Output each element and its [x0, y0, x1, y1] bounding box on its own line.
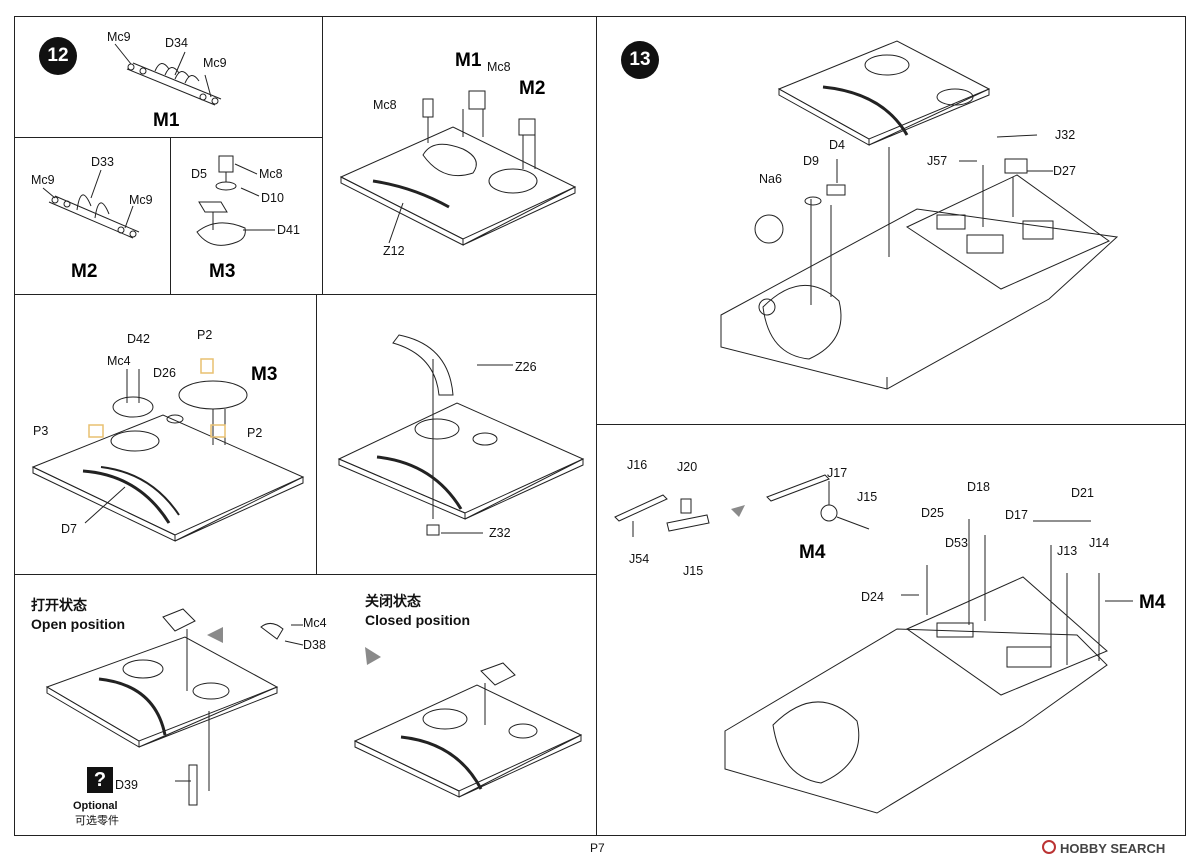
label-j14: J14 — [1089, 536, 1110, 550]
step-number-12: 12 — [39, 37, 77, 75]
label-d53: D53 — [945, 536, 968, 550]
label-mc4: Mc4 — [107, 354, 131, 368]
optional-label-cn: 可选零件 — [75, 814, 119, 827]
callout-m1: M1 — [455, 50, 482, 71]
watermark: HOBBY SEARCH — [1060, 841, 1166, 856]
label-j17: J17 — [827, 466, 848, 480]
label-j54: J54 — [629, 552, 650, 566]
step-number-13: 13 — [621, 41, 659, 79]
open-position-title-en: Open position — [31, 616, 126, 632]
label-d27: D27 — [1053, 164, 1076, 178]
closed-position-title-cn: 关闭状态 — [365, 594, 421, 610]
label-d4: D4 — [829, 138, 845, 152]
panel-m2: Mc9 D33 Mc9 M2 — [14, 137, 172, 295]
label-j20: J20 — [677, 460, 698, 474]
label-j16: J16 — [627, 458, 648, 472]
label-d41: D41 — [277, 223, 300, 237]
label-d26: D26 — [153, 366, 176, 380]
label-mc4: Mc4 — [303, 616, 327, 630]
label-p2-top: P2 — [197, 328, 213, 342]
label-d9: D9 — [803, 154, 819, 168]
label-d42: D42 — [127, 332, 150, 346]
open-position-title-cn: 打开状态 — [31, 598, 87, 614]
subassembly-title-m2: M2 — [71, 261, 98, 282]
label-d38: D38 — [303, 638, 326, 652]
label-mc9-left: Mc9 — [31, 173, 55, 187]
deck-m1-m2-drawing — [339, 90, 577, 246]
callout-m3: M3 — [251, 364, 278, 385]
label-d39: D39 — [115, 778, 138, 792]
subassembly-title-m3: M3 — [209, 261, 236, 282]
label-j13: J13 — [1057, 544, 1078, 558]
label-d25: D25 — [921, 506, 944, 520]
label-d5: D5 — [191, 167, 207, 181]
label-p2-right: P2 — [247, 426, 263, 440]
panel-armor: Z26 Z32 — [316, 294, 598, 576]
label-j15-right: J15 — [857, 490, 878, 504]
label-j57: J57 — [927, 154, 948, 168]
label-j15-left: J15 — [683, 564, 704, 578]
label-mc8-top: Mc8 — [487, 60, 511, 74]
panel-m4: J16 J20 J54 J15 J17 J15 M4 D18 D21 D25 D… — [596, 424, 1186, 836]
label-d33: D33 — [91, 155, 114, 169]
callout-m4: M4 — [1139, 592, 1166, 613]
panel-deck-m1-m2: M1 Mc8 M2 Mc8 Z12 — [322, 16, 598, 295]
label-d17: D17 — [1005, 508, 1028, 522]
hobby-search-logo-icon — [1042, 840, 1056, 854]
panel-hatch: D42 Mc4 P2 M3 D26 P3 P2 D7 — [14, 294, 318, 576]
m4-drawing — [614, 474, 1133, 814]
label-mc9-right: Mc9 — [129, 193, 153, 207]
label-na6: Na6 — [759, 172, 782, 186]
optional-label-en: Optional — [73, 800, 118, 812]
label-z12: Z12 — [383, 244, 405, 258]
panel-m1: 12 Mc9 D34 Mc9 M1 — [14, 16, 324, 138]
label-mc9-right: Mc9 — [203, 56, 227, 70]
label-p3: P3 — [33, 424, 49, 438]
label-z32: Z32 — [489, 526, 511, 540]
panel-m3: Mc8 D5 D10 D41 M3 — [170, 137, 324, 295]
label-j32: J32 — [1055, 128, 1076, 142]
panel-step-13: 13 — [596, 16, 1186, 426]
label-mc9-left: Mc9 — [107, 30, 131, 44]
positions-drawing — [45, 608, 583, 806]
label-d18: D18 — [967, 480, 990, 494]
label-z26: Z26 — [515, 360, 537, 374]
step13-drawing — [720, 40, 1119, 390]
closed-position-title-en: Closed position — [365, 612, 470, 628]
panel-positions: 打开状态 Open position 关闭状态 Closed position — [14, 574, 598, 836]
label-d7: D7 — [61, 522, 77, 536]
m1-drawing — [114, 43, 222, 106]
label-mc8-left: Mc8 — [373, 98, 397, 112]
label-d21: D21 — [1071, 486, 1094, 500]
page-number: P7 — [590, 841, 605, 855]
hatch-drawing — [31, 358, 305, 542]
label-mc8: Mc8 — [259, 167, 283, 181]
callout-m2: M2 — [519, 78, 546, 99]
m2-drawing — [42, 169, 140, 239]
subassembly-title-m1: M1 — [153, 110, 180, 131]
label-d34: D34 — [165, 36, 188, 50]
label-d24: D24 — [861, 590, 884, 604]
optional-part-icon: ? — [87, 767, 113, 793]
label-d10: D10 — [261, 191, 284, 205]
armor-drawing — [337, 334, 585, 536]
subassembly-title-m4: M4 — [799, 542, 826, 563]
m3-drawing — [196, 155, 275, 246]
